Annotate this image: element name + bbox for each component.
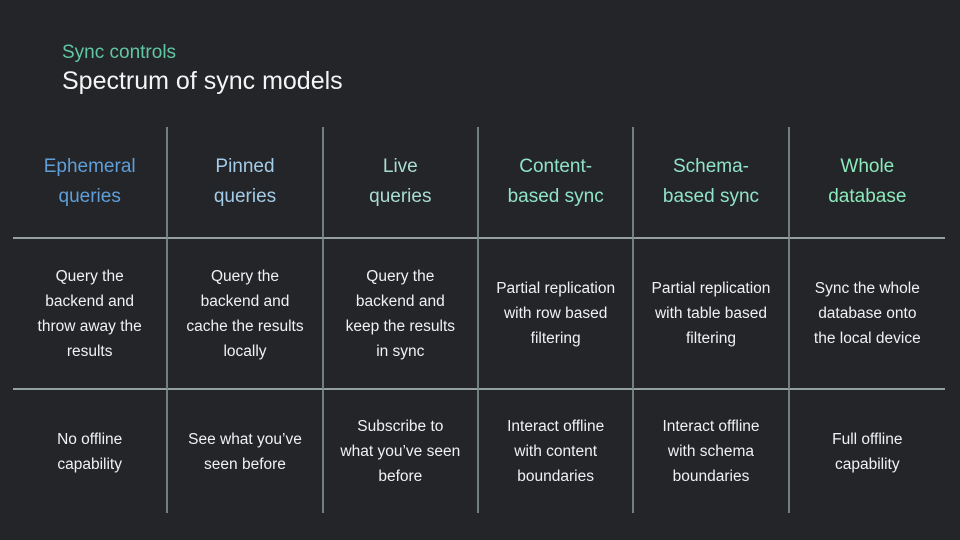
header-line: queries	[213, 186, 277, 207]
cell-line: with schema	[667, 443, 755, 460]
header-line: Schema-	[672, 156, 749, 177]
cell-line: Interact offline	[662, 418, 760, 435]
cell-line: Query the	[366, 267, 435, 285]
cell-line: Query the	[210, 267, 280, 285]
cell-line: backend and	[200, 292, 290, 310]
header-cell-pinned-queries: Pinned queries	[168, 127, 324, 239]
header-line: queries	[369, 186, 432, 207]
offline-cell-ephemeral-queries: No offline capability	[13, 390, 169, 513]
header-cell-content-based-sync: Content- based sync	[478, 127, 635, 239]
cell-line: seen before	[204, 455, 286, 473]
cell-line: capability	[57, 455, 122, 473]
offline-cell-live-queries: Subscribe to what you’ve seen before	[324, 390, 479, 513]
cell-line: results	[66, 342, 113, 360]
cell-line: the local device	[813, 330, 921, 347]
slide-kicker: Sync controls	[62, 42, 177, 63]
header-line: based sync	[507, 186, 604, 207]
cell-line: Full offline	[832, 430, 903, 448]
cell-line: cache the results	[186, 317, 304, 335]
cell-line: See what you’ve	[188, 430, 302, 448]
cell-line: Subscribe to	[357, 418, 444, 435]
header-line: queries	[58, 186, 121, 207]
cell-line: in sync	[376, 342, 425, 360]
cell-line: Partial replication	[651, 280, 771, 297]
header-cell-live-queries: Live queries	[323, 127, 479, 239]
header-line: based sync	[662, 186, 760, 207]
cell-line: filtering	[530, 330, 581, 347]
cell-line: Interact offline	[507, 418, 605, 435]
cell-line: throw away the	[37, 317, 142, 335]
cell-line: boundaries	[517, 468, 594, 485]
description-cell-pinned-queries: Query the backend and cache the results …	[168, 239, 324, 390]
cell-line: with row based	[503, 305, 608, 322]
cell-line: Partial replication	[496, 280, 616, 297]
cell-line: what you’ve seen	[340, 443, 461, 460]
header-cell-schema-based-sync: Schema- based sync	[634, 127, 790, 239]
cell-line: with table based	[654, 305, 767, 322]
description-cell-schema-based-sync: Partial replication with table based fil…	[634, 239, 790, 390]
header-line: Whole	[840, 156, 895, 177]
description-cell-content-based-sync: Partial replication with row based filte…	[478, 239, 635, 390]
cell-line: No offline	[57, 430, 123, 448]
page-title: Spectrum of sync models	[62, 67, 343, 95]
cell-line: Sync the whole	[814, 280, 920, 297]
cell-line: before	[378, 468, 423, 485]
cell-line: Query the	[55, 267, 124, 285]
cell-line: backend and	[45, 292, 135, 310]
header-line: Ephemeral	[43, 156, 136, 177]
header-line: Content-	[519, 156, 593, 177]
header-cell-ephemeral-queries: Ephemeral queries	[13, 127, 169, 239]
description-cell-whole-database: Sync the whole database onto the local d…	[789, 239, 945, 390]
cell-line: database onto	[818, 305, 917, 322]
header-line: Live	[382, 156, 418, 177]
page-header: Sync controls Spectrum of sync models	[62, 41, 343, 97]
header-cell-whole-database: Whole database	[789, 127, 945, 239]
offline-cell-content-based-sync: Interact offline with content boundaries	[479, 390, 635, 513]
header-line: Pinned	[215, 156, 275, 177]
cell-line: filtering	[686, 330, 736, 347]
cell-line: locally	[223, 342, 267, 360]
cell-line: with content	[514, 443, 598, 460]
offline-cell-schema-based-sync: Interact offline with schema boundaries	[634, 390, 790, 513]
header-line: database	[828, 186, 907, 207]
description-cell-live-queries: Query the backend and keep the results i…	[323, 239, 479, 390]
cell-line: backend and	[355, 292, 445, 310]
cell-line: boundaries	[672, 468, 750, 485]
cell-line: keep the results	[345, 317, 456, 335]
offline-cell-whole-database: Full offline capability	[790, 390, 945, 513]
cell-line: capability	[835, 455, 900, 473]
description-cell-ephemeral-queries: Query the backend and throw away the res…	[13, 239, 169, 390]
offline-cell-pinned-queries: See what you’ve seen before	[168, 390, 324, 513]
sync-models-table: Ephemeral queries Pinned queries Live qu…	[13, 127, 945, 513]
